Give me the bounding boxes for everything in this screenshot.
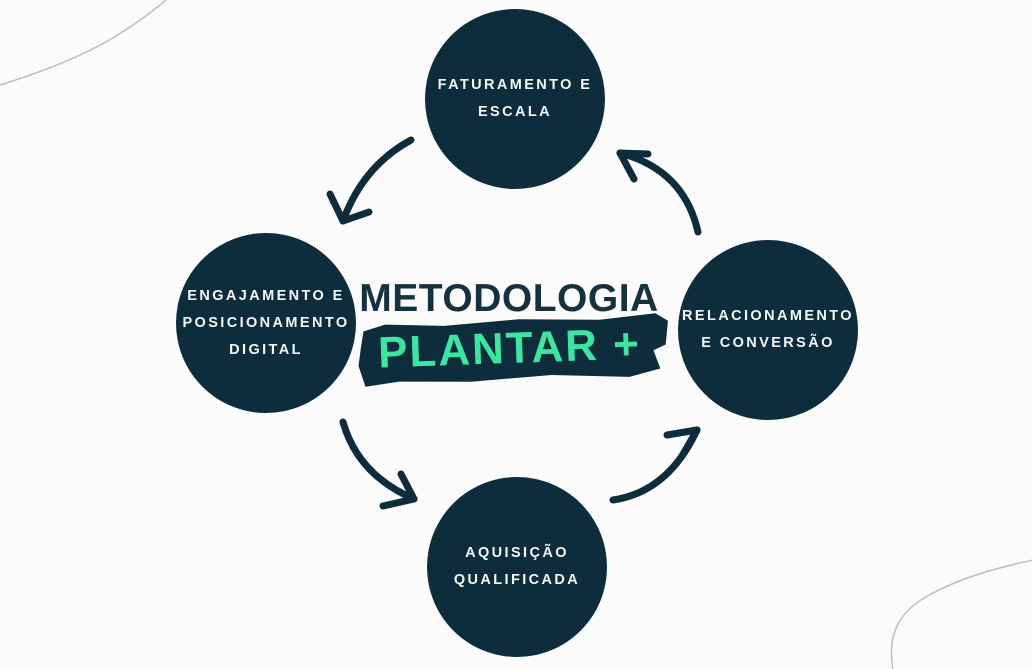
node-label-line: RELACIONAMENTO xyxy=(682,308,854,324)
node-label-line: E CONVERSÃO xyxy=(701,335,835,351)
page-title: METODOLOGIA xyxy=(359,277,659,320)
node-engajamento-posicionamento-digital: ENGAJAMENTO E POSICIONAMENTO DIGITAL xyxy=(176,233,356,413)
arrow-left-to-bottom-icon xyxy=(339,418,418,510)
arrow-right-to-top-icon xyxy=(616,149,702,236)
center-title-block: METODOLOGIA PLANTAR + xyxy=(353,276,665,374)
arrow-top-to-left-icon xyxy=(326,136,415,225)
node-label-line: ENGAJAMENTO E xyxy=(187,287,345,304)
brand-name: PLANTAR + xyxy=(376,319,642,378)
node-label-line: ESCALA xyxy=(477,104,552,120)
node-label-line: QUALIFICADA xyxy=(453,572,581,588)
node-faturamento-e-escala: FATURAMENTO E ESCALA xyxy=(425,9,605,189)
corner-squiggle-top-left xyxy=(0,0,167,86)
node-label-line: DIGITAL xyxy=(229,341,303,358)
corner-squiggle-bottom-right xyxy=(890,559,1032,669)
node-aquisicao-qualificada: AQUISIÇÃO QUALIFICADA xyxy=(427,477,607,657)
brand-highlight: PLANTAR + xyxy=(371,319,647,379)
node-label-line: FATURAMENTO E xyxy=(437,77,593,93)
node-label-line: AQUISIÇÃO xyxy=(465,545,569,561)
node-relacionamento-e-conversao: RELACIONAMENTO E CONVERSÃO xyxy=(678,240,858,420)
node-label-line: POSICIONAMENTO xyxy=(182,314,350,331)
arrow-bottom-to-right-icon xyxy=(609,426,701,504)
